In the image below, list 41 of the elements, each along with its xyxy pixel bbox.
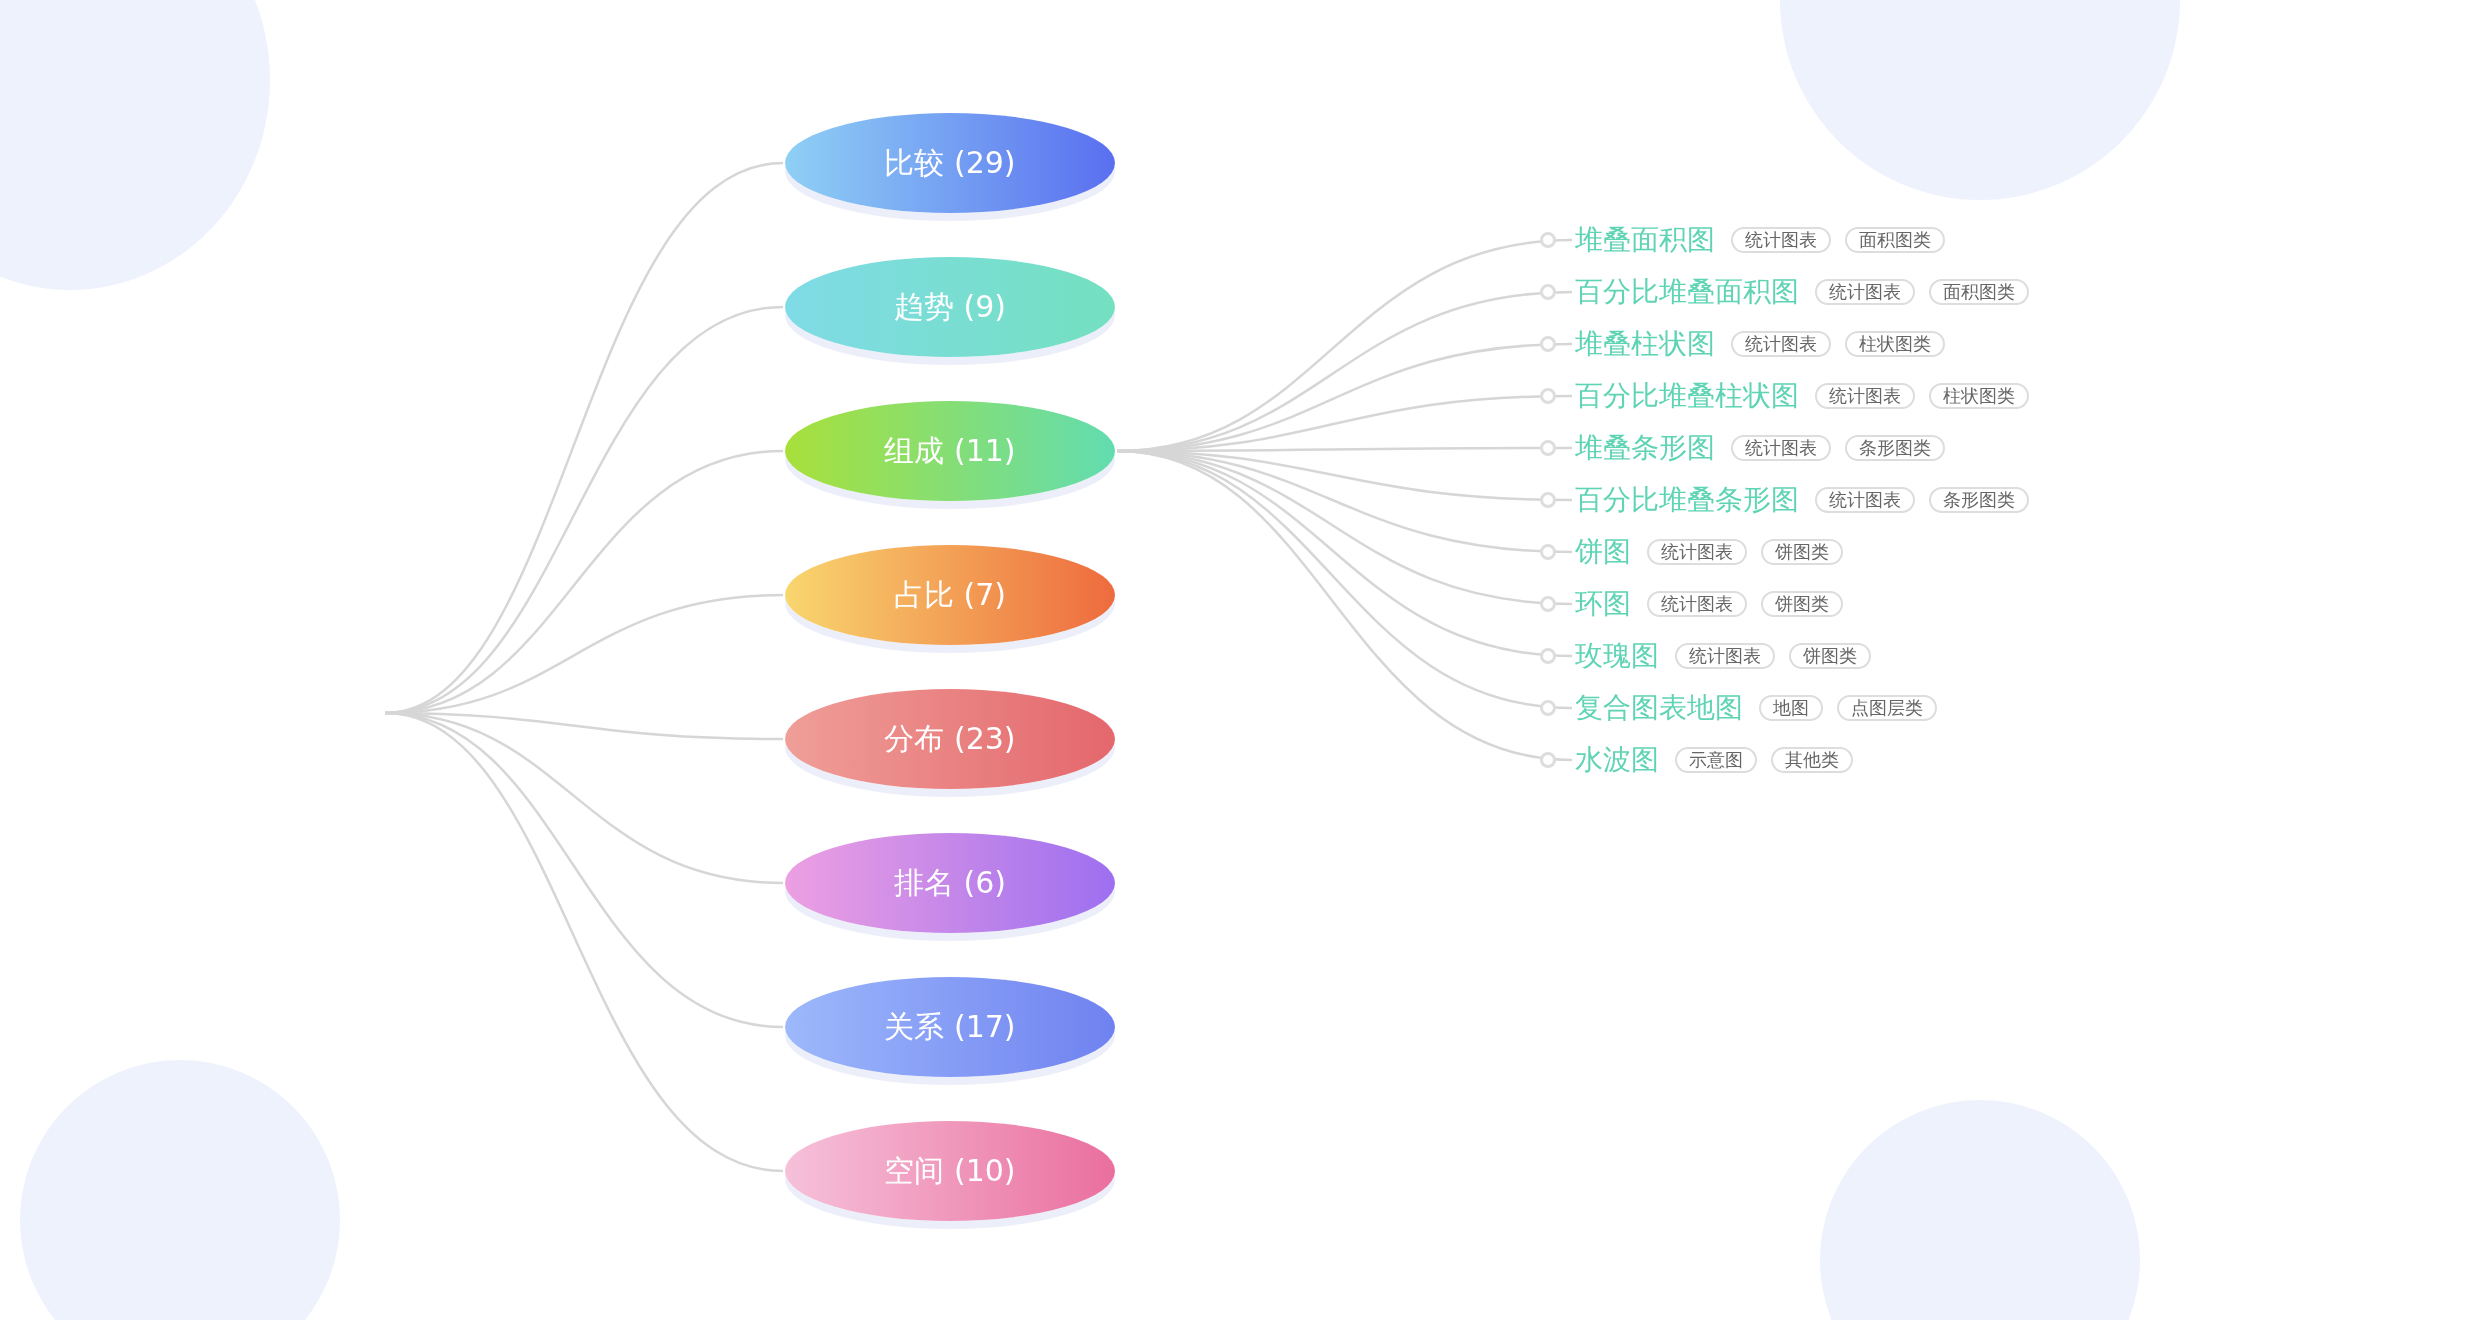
chart-type-label: 百分比堆叠条形图 bbox=[1575, 481, 1799, 519]
tag-pill: 统计图表 bbox=[1815, 279, 1915, 305]
tag-pill: 其他类 bbox=[1771, 747, 1853, 773]
tag-pill: 条形图类 bbox=[1845, 435, 1945, 461]
chart-type-label: 堆叠柱状图 bbox=[1575, 325, 1715, 363]
tag-pill: 点图层类 bbox=[1837, 695, 1937, 721]
chart-type-label: 百分比堆叠柱状图 bbox=[1575, 377, 1799, 415]
tag-pill: 统计图表 bbox=[1815, 383, 1915, 409]
tag-pill: 柱状图类 bbox=[1929, 383, 2029, 409]
chart-type-label: 堆叠条形图 bbox=[1575, 429, 1715, 467]
chart-type-label: 堆叠面积图 bbox=[1575, 221, 1715, 259]
category-label: 组成 (11) bbox=[884, 431, 1016, 470]
tag-pill: 面积图类 bbox=[1845, 227, 1945, 253]
tag-pill: 柱状图类 bbox=[1845, 331, 1945, 357]
chart-type-label: 复合图表地图 bbox=[1575, 689, 1743, 727]
category-label: 比较 (29) bbox=[884, 143, 1016, 182]
tag-pill: 统计图表 bbox=[1731, 435, 1831, 461]
category-label: 分布 (23) bbox=[884, 719, 1016, 758]
category-label: 占比 (7) bbox=[894, 575, 1006, 614]
chart-type-label: 玫瑰图 bbox=[1575, 637, 1659, 675]
chart-type-label: 环图 bbox=[1575, 585, 1631, 623]
category-label: 空间 (10) bbox=[884, 1151, 1016, 1190]
tag-pill: 统计图表 bbox=[1731, 227, 1831, 253]
tag-pill: 饼图类 bbox=[1761, 591, 1843, 617]
tag-pill: 饼图类 bbox=[1761, 539, 1843, 565]
category-label: 排名 (6) bbox=[894, 863, 1006, 902]
tag-pill: 统计图表 bbox=[1731, 331, 1831, 357]
tag-pill: 统计图表 bbox=[1815, 487, 1915, 513]
tag-pill: 示意图 bbox=[1675, 747, 1757, 773]
chart-type-label: 饼图 bbox=[1575, 533, 1631, 571]
tag-pill: 统计图表 bbox=[1647, 591, 1747, 617]
chart-type-label: 百分比堆叠面积图 bbox=[1575, 273, 1799, 311]
tag-pill: 统计图表 bbox=[1675, 643, 1775, 669]
tag-pill: 条形图类 bbox=[1929, 487, 2029, 513]
category-label: 趋势 (9) bbox=[894, 287, 1006, 326]
tag-pill: 面积图类 bbox=[1929, 279, 2029, 305]
tag-pill: 饼图类 bbox=[1789, 643, 1871, 669]
category-label: 关系 (17) bbox=[884, 1007, 1016, 1046]
tag-pill: 地图 bbox=[1759, 695, 1823, 721]
chart-type-label: 水波图 bbox=[1575, 741, 1659, 779]
tag-pill: 统计图表 bbox=[1647, 539, 1747, 565]
